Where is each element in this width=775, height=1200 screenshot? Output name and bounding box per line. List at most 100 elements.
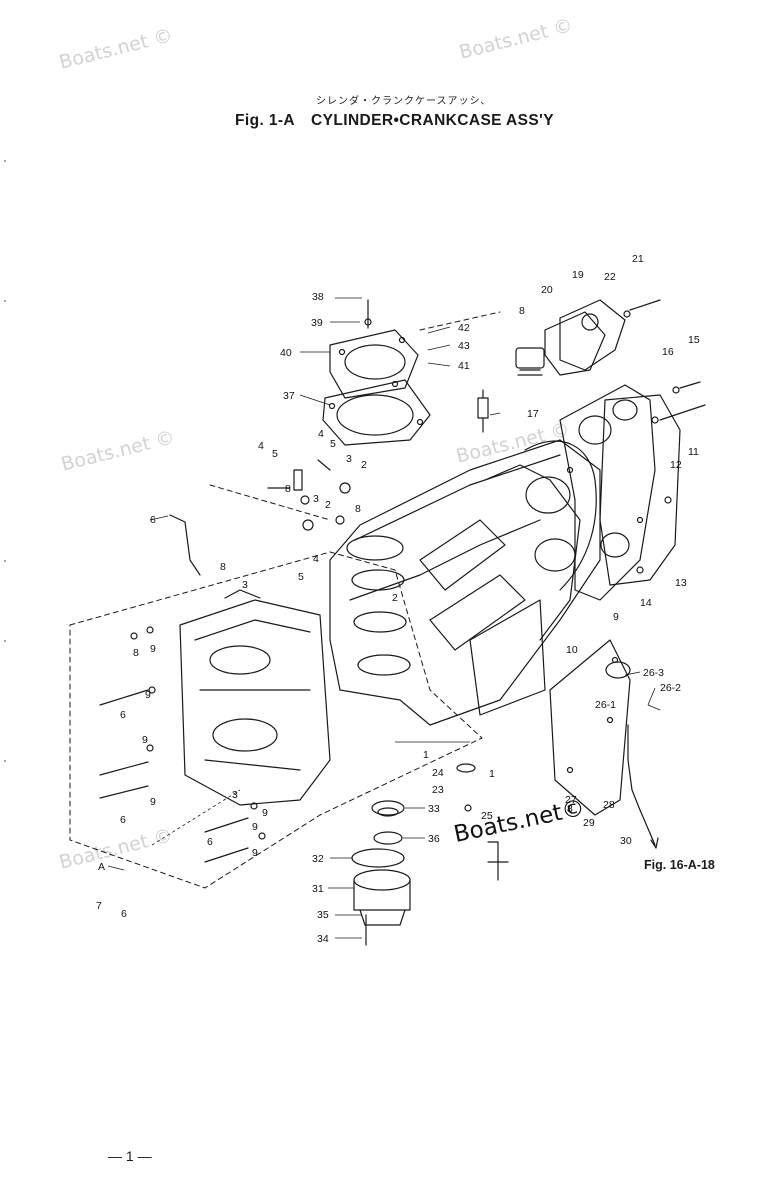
washer — [456, 763, 476, 773]
washer — [464, 804, 472, 812]
bottom-cover-plate — [549, 639, 631, 816]
head-cover-plate — [329, 329, 419, 399]
scan-speck — [4, 300, 6, 302]
callout: 2 — [361, 459, 367, 471]
callout: 34 — [317, 933, 329, 945]
leader-lines — [107, 297, 661, 939]
callout: 8 — [519, 305, 525, 317]
callout: 15 — [688, 334, 700, 346]
washer — [672, 386, 680, 394]
exhaust-cover — [559, 384, 656, 601]
callout: 32 — [312, 853, 324, 865]
callout: 19 — [572, 269, 584, 281]
callout: 7 — [96, 900, 102, 912]
callout: 5 — [298, 571, 304, 583]
callout: 37 — [283, 390, 295, 402]
callout: 3 — [313, 493, 319, 505]
crankcase-bolts — [99, 626, 266, 863]
callout: 6 — [207, 836, 213, 848]
callout: 21 — [632, 253, 644, 265]
hose — [627, 724, 641, 811]
callout: 40 — [280, 347, 292, 359]
callout: 42 — [458, 322, 470, 334]
callout: 8 — [567, 803, 573, 815]
callout: 6 — [120, 709, 126, 721]
cover-washer — [623, 310, 631, 318]
figure-label: Fig. 1-A — [235, 112, 296, 129]
spark-plug — [477, 389, 489, 433]
assembly-title: CYLINDER•CRANKCASE ASS'Y — [311, 112, 554, 129]
callout: 5 — [330, 438, 336, 450]
callout: 23 — [432, 784, 444, 796]
washer — [364, 318, 372, 326]
reference-arrow — [639, 809, 656, 846]
bolt-shaft — [659, 404, 706, 421]
callout: 4 — [258, 440, 264, 452]
callout: 4 — [313, 553, 319, 565]
callout: 8 — [285, 483, 291, 495]
seal-ring — [373, 831, 403, 845]
callout: 14 — [640, 597, 652, 609]
callout: 26-3 — [643, 667, 664, 679]
hose — [169, 514, 201, 576]
callout: 8 — [355, 503, 361, 515]
callout: 6 — [120, 814, 126, 826]
arrow-head — [650, 837, 659, 849]
callout: 9 — [252, 821, 258, 833]
callout: 13 — [675, 577, 687, 589]
callout: 5 — [272, 448, 278, 460]
lower-seal-housing — [353, 869, 411, 926]
grease-fitting — [487, 841, 509, 881]
callout: 26-1 — [595, 699, 616, 711]
callout: 38 — [312, 291, 324, 303]
callout: 6 — [150, 514, 156, 526]
scan-speck — [4, 640, 6, 642]
exhaust-gasket — [599, 394, 681, 586]
callout: 9 — [150, 643, 156, 655]
callout: 8 — [133, 647, 139, 659]
callout: 43 — [458, 340, 470, 352]
callout: 9 — [142, 734, 148, 746]
cover-bolt — [629, 299, 661, 311]
oil-seal — [371, 800, 405, 817]
crankcase-half — [179, 589, 331, 806]
callout: 26-2 — [660, 682, 681, 694]
thermostat-gasket — [544, 311, 606, 376]
title-japanese: シレンダ・クランクケースアッシ、 — [316, 96, 492, 107]
bolt-shaft — [679, 381, 701, 389]
callout: 9 — [252, 847, 258, 859]
callout: 2 — [392, 592, 398, 604]
callout: 30 — [620, 835, 632, 847]
bracket-parts — [267, 459, 351, 531]
callout: 9 — [145, 689, 151, 701]
thermostat-cover — [559, 299, 626, 371]
callout: 31 — [312, 883, 324, 895]
callout: 28 — [603, 799, 615, 811]
callout: 29 — [583, 817, 595, 829]
callout: 41 — [458, 360, 470, 372]
assembly-boundary — [69, 311, 501, 889]
page-title: Fig. 1-A CYLINDER•CRANKCASE ASS'Y — [235, 112, 554, 130]
callouts: 38 39 40 37 42 43 41 8 20 19 22 21 16 15… — [96, 253, 700, 945]
callout: 3 — [346, 453, 352, 465]
callout: 27 — [565, 794, 577, 806]
callout: 4 — [318, 428, 324, 440]
callout: 22 — [604, 271, 616, 283]
callout: 33 — [428, 803, 440, 815]
head-gasket — [322, 379, 431, 446]
callout: 3 — [242, 579, 248, 591]
o-ring — [351, 848, 405, 868]
callout: 16 — [662, 346, 674, 358]
callout: 8 — [220, 561, 226, 573]
page-number: — 1 — — [108, 1148, 152, 1164]
callout: 9 — [262, 807, 268, 819]
scan-speck — [4, 760, 6, 762]
callout: 9 — [150, 796, 156, 808]
anode-cover — [605, 661, 631, 679]
callout: 1 — [489, 768, 495, 780]
callout: 25 — [481, 810, 493, 822]
callout: 20 — [541, 284, 553, 296]
callout: 35 — [317, 909, 329, 921]
callout: A — [98, 861, 105, 873]
